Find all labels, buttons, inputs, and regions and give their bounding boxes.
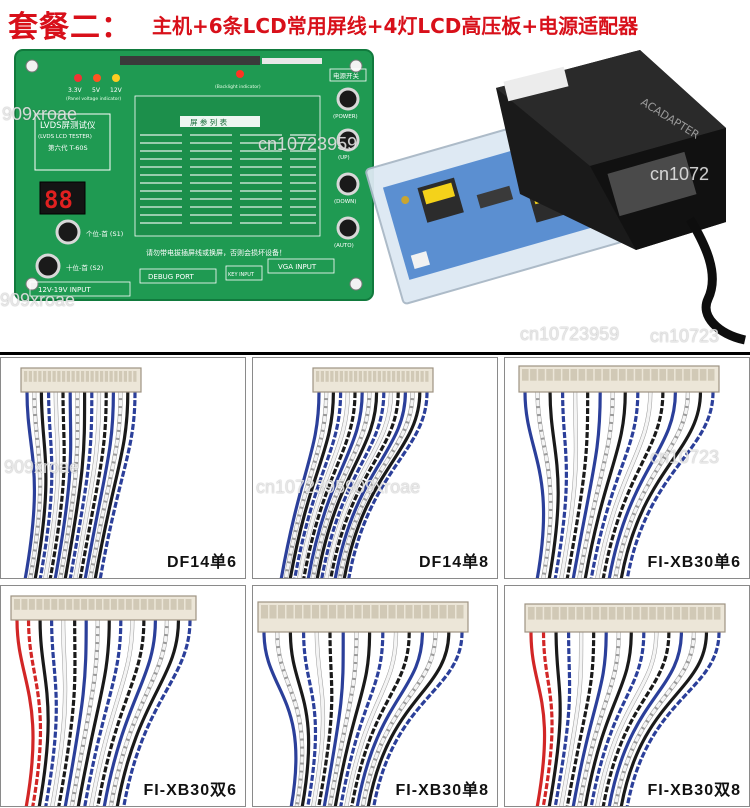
- cable-wires: [529, 631, 721, 806]
- power-adapter: ACADAPTER: [496, 50, 747, 345]
- cable-cell-1: DF14单6: [0, 357, 246, 579]
- page-subtitle: 主机+6条LCD常用屏线+4灯LCD高压板+电源适配器: [152, 14, 639, 38]
- cable-label-5: FI-XB30单8: [393, 776, 491, 800]
- tester-board: 3.3V 5V 12V (Panel voltage indicator) (B…: [14, 49, 374, 301]
- cable-image-6: [524, 603, 726, 806]
- cable-cell-6: FI-XB30双8: [504, 585, 750, 807]
- led-5v: [93, 74, 101, 82]
- cable-cell-2: DF14单8: [252, 357, 498, 579]
- led-caption: (Panel voltage indicator): [66, 96, 121, 102]
- cable-image-4: [10, 595, 197, 806]
- cable-label-6: FI-XB30双8: [645, 776, 743, 800]
- cable-cell-3: FI-XB30单6: [504, 357, 750, 579]
- tester-name-cn: LVDS屏测试仪: [40, 120, 96, 131]
- led-3v3: [74, 74, 82, 82]
- auto-button-label: (AUTO): [334, 243, 354, 249]
- cable-label-4: FI-XB30双6: [141, 776, 239, 800]
- power-switch-label: 电源开关: [333, 71, 360, 80]
- port-power-input: 12V-19V INPUT: [38, 286, 91, 294]
- led-label-2: 5V: [92, 87, 101, 94]
- cable-wires: [15, 619, 192, 806]
- led-label-1: 3.3V: [68, 87, 83, 94]
- cable-image-2: [279, 367, 434, 578]
- page-title: 套餐二：: [8, 10, 132, 45]
- down-button-label: (DOWN): [334, 199, 356, 205]
- cable-image-5: [257, 601, 469, 806]
- port-debug: DEBUG PORT: [148, 273, 194, 281]
- warning-text: 请勿带电拔插屏线或换屏，否则会损坏设备！: [146, 248, 286, 257]
- cable-image-1: [20, 367, 142, 578]
- seven-segment-display: 88: [44, 186, 73, 214]
- cable-wires: [262, 631, 464, 806]
- unit-button-label: 个位-首 (S1): [86, 229, 123, 238]
- led-label-3: 12V: [110, 87, 123, 94]
- tester-model: 第六代 T-60S: [48, 143, 88, 152]
- cable-wires: [523, 391, 715, 578]
- section-divider: [0, 352, 750, 355]
- ten-button-label: 十位-首 (S2): [66, 263, 103, 272]
- cable-label-2: DF14单8: [416, 548, 491, 572]
- port-key-input: KEY INPUT: [228, 272, 255, 278]
- product-photo: 3.3V 5V 12V (Panel voltage indicator) (B…: [0, 44, 750, 350]
- cable-wires: [23, 391, 137, 578]
- up-button-label: (UP): [338, 155, 350, 161]
- power-button-label: (POWER): [333, 114, 358, 120]
- port-vga-input: VGA INPUT: [278, 263, 317, 271]
- cable-cell-5: FI-XB30单8: [252, 585, 498, 807]
- backlight-caption: (Backlight indicator): [215, 84, 261, 90]
- tester-name-en: (LVDS LCD TESTER): [38, 134, 92, 140]
- header: 套餐二： 主机+6条LCD常用屏线+4灯LCD高压板+电源适配器: [0, 0, 750, 45]
- cable-cell-4: FI-XB30双6: [0, 585, 246, 807]
- cable-label-3: FI-XB30单6: [645, 548, 743, 572]
- table-title: 屏 参 列 表: [190, 117, 228, 127]
- product-photo-svg: 3.3V 5V 12V (Panel voltage indicator) (B…: [14, 49, 747, 345]
- cable-label-1: DF14单6: [164, 548, 239, 572]
- led-12v: [112, 74, 120, 82]
- cable-image-3: [518, 365, 720, 578]
- backlight-led: [236, 70, 244, 78]
- cable-wires: [279, 391, 429, 578]
- cable-grid: DF14单6 DF14单8 FI-XB30单6 FI-XB30双6 FI-XB3…: [0, 357, 750, 808]
